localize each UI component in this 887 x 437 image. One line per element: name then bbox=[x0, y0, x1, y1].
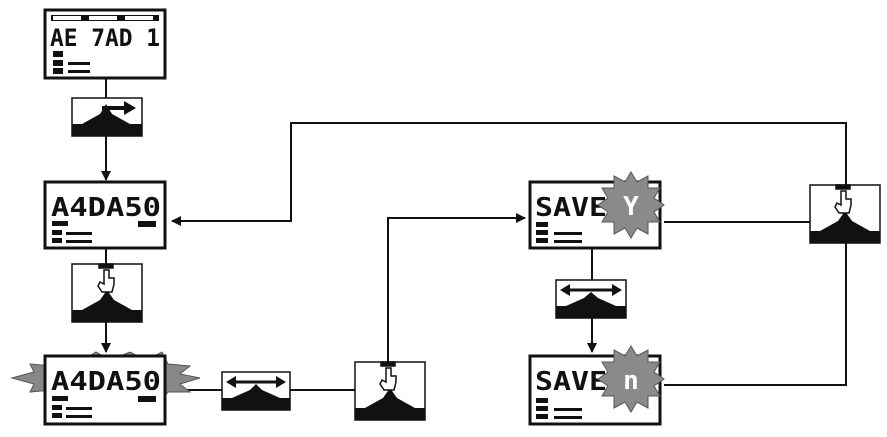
starburst-icon bbox=[597, 345, 665, 413]
connector-select3-to-baud bbox=[171, 122, 847, 226]
lr-key-2[interactable] bbox=[555, 279, 627, 319]
starburst-icon bbox=[597, 171, 665, 239]
baud-main-readout: A4DA50 bbox=[51, 193, 161, 223]
lcd-screen-home: AE 7AD 1 bbox=[43, 8, 167, 80]
select-key-1[interactable] bbox=[71, 263, 143, 323]
double-arrow-icon bbox=[226, 376, 286, 388]
save-yes-option: Y bbox=[623, 192, 639, 222]
connector-select2-to-save-yes bbox=[387, 213, 526, 362]
home-main-readout: AE 7AD 1 bbox=[50, 24, 160, 52]
connector-save-no-to-select3 bbox=[664, 242, 847, 386]
lcd-screen-save-yes: SAVE Y bbox=[528, 171, 665, 250]
lr-key-1[interactable] bbox=[221, 371, 291, 411]
connectors bbox=[101, 78, 847, 391]
lcd-screen-baud-flashing: A4DA50 bbox=[10, 351, 201, 426]
right-key[interactable] bbox=[71, 97, 143, 137]
lcd-screen-baud: A4DA50 bbox=[43, 180, 167, 250]
select-key-3[interactable] bbox=[809, 184, 881, 244]
pointing-hand-icon bbox=[97, 263, 115, 293]
save-no-option: n bbox=[623, 366, 639, 396]
lcd-screen-save-no: SAVE n bbox=[528, 345, 665, 426]
pointing-hand-icon bbox=[834, 184, 852, 214]
select-key-2[interactable] bbox=[354, 361, 426, 421]
flashing-main-readout: A4DA50 bbox=[51, 367, 161, 397]
save-no-label: SAVE bbox=[535, 367, 607, 397]
save-yes-label: SAVE bbox=[535, 193, 607, 223]
double-arrow-icon bbox=[560, 284, 622, 296]
arrow-right-icon bbox=[102, 101, 136, 115]
pointing-hand-icon bbox=[379, 361, 397, 391]
